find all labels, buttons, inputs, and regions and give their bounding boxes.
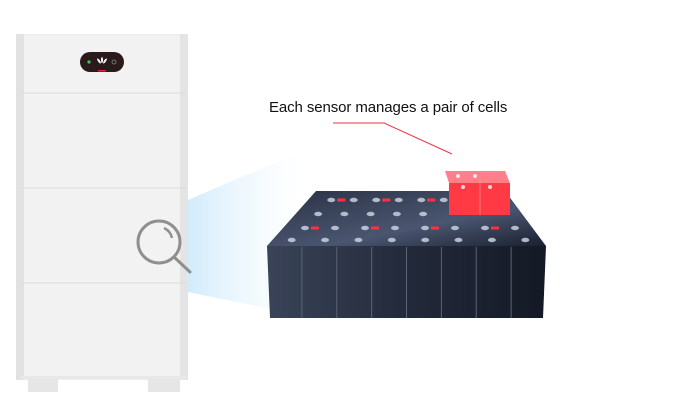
battery-cabinet bbox=[16, 34, 188, 392]
power-button-icon bbox=[111, 59, 117, 65]
cell-terminal bbox=[354, 237, 363, 243]
cell-terminal bbox=[366, 211, 375, 217]
sensor-indicator bbox=[427, 198, 436, 202]
cell-terminal bbox=[301, 225, 309, 231]
cell-terminal bbox=[392, 211, 401, 217]
cell-terminal bbox=[340, 211, 349, 217]
status-led-icon bbox=[87, 60, 91, 64]
cell-terminal bbox=[321, 237, 330, 243]
cell-terminal bbox=[451, 225, 459, 231]
sensor-indicator bbox=[491, 226, 499, 230]
cell-terminal bbox=[521, 237, 530, 243]
cell-terminal bbox=[387, 237, 396, 243]
cell-terminal bbox=[419, 211, 428, 217]
sensor-indicator bbox=[431, 226, 439, 230]
cell-terminal bbox=[287, 237, 296, 243]
brand-logo bbox=[97, 57, 107, 64]
cell-terminal bbox=[394, 197, 403, 203]
sensor-indicator bbox=[337, 198, 346, 202]
sensor-indicator bbox=[371, 226, 379, 230]
cell-terminal bbox=[481, 225, 489, 231]
cell-terminal bbox=[327, 197, 336, 203]
cell-terminal bbox=[511, 225, 519, 231]
cell-terminal bbox=[391, 225, 399, 231]
cell-terminal bbox=[314, 211, 323, 217]
cell-terminal bbox=[454, 237, 463, 243]
highlighted-cell-pair bbox=[445, 171, 510, 215]
cabinet-foot-left bbox=[28, 376, 58, 392]
cell-terminal bbox=[349, 197, 358, 203]
cell-terminal bbox=[439, 197, 448, 203]
magnifier-icon bbox=[136, 219, 192, 274]
cell-terminal bbox=[331, 225, 339, 231]
cell-terminal bbox=[361, 225, 369, 231]
callout-caption: Each sensor manages a pair of cells bbox=[269, 99, 508, 116]
sensor-indicator bbox=[382, 198, 391, 202]
cabinet-foot-right bbox=[148, 376, 180, 392]
cell-terminal bbox=[421, 237, 430, 243]
cell-terminal bbox=[372, 197, 381, 203]
cell-terminal bbox=[417, 197, 426, 203]
callout-leader-line bbox=[333, 122, 453, 155]
sensor-indicator bbox=[311, 226, 319, 230]
cell-terminal bbox=[421, 225, 429, 231]
cell-terminal bbox=[487, 237, 496, 243]
